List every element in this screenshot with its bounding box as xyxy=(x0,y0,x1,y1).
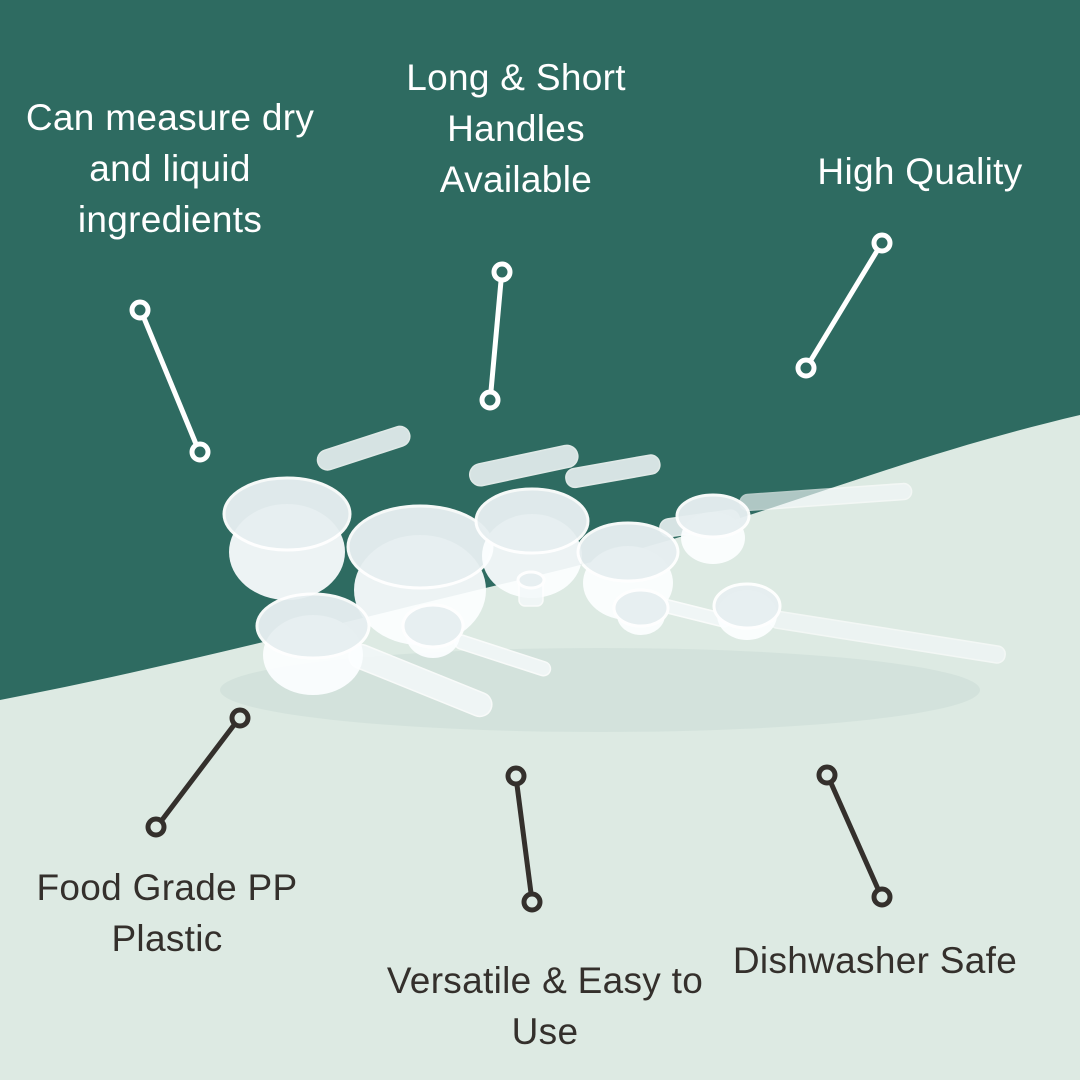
connector-ring-icon xyxy=(129,299,151,321)
callout-connector-measure xyxy=(129,299,211,463)
measuring-cup-3 xyxy=(474,454,661,598)
measuring-spoon-7 xyxy=(401,603,552,677)
connector-ring-icon xyxy=(145,816,167,838)
connector-ring-icon xyxy=(229,707,251,729)
background-wave xyxy=(0,415,1080,1080)
connector-ring-icon xyxy=(795,357,817,379)
connector-ring-icon xyxy=(871,886,893,908)
measuring-scoop-5 xyxy=(675,482,913,564)
measuring-scoops-photo xyxy=(220,425,1006,732)
connector-ring-icon xyxy=(505,765,527,787)
callout-connector-dishwasher xyxy=(816,764,893,908)
callout-connector-handles xyxy=(479,261,513,411)
callout-label-dishwasher: Dishwasher Safe xyxy=(732,940,1018,981)
measuring-scoop-6 xyxy=(255,592,493,718)
callout-connector-material xyxy=(145,707,251,838)
callout-connector-quality xyxy=(795,232,893,379)
callout-label-versatile: Versatile & Easy to Use xyxy=(386,960,704,1053)
connector-ring-icon xyxy=(816,764,838,786)
measuring-spoon-8 xyxy=(516,570,546,607)
connector-ring-icon xyxy=(491,261,513,283)
callout-label-quality: High Quality xyxy=(817,151,1023,192)
callout-label-handles: Long & Short Handles Available xyxy=(406,57,626,201)
connector-ring-icon xyxy=(871,232,893,254)
connector-ring-icon xyxy=(189,441,211,463)
callout-label-measure: Can measure dry and liquid ingredients xyxy=(25,97,315,241)
measuring-spoon-9 xyxy=(612,588,731,635)
connector-ring-icon xyxy=(521,891,543,913)
callout-connector-versatile xyxy=(505,765,543,913)
measuring-spoon-10 xyxy=(712,582,1006,664)
measuring-cup-1 xyxy=(222,425,411,600)
connector-ring-icon xyxy=(479,389,501,411)
callout-label-material: Food Grade PP Plastic xyxy=(36,867,298,960)
